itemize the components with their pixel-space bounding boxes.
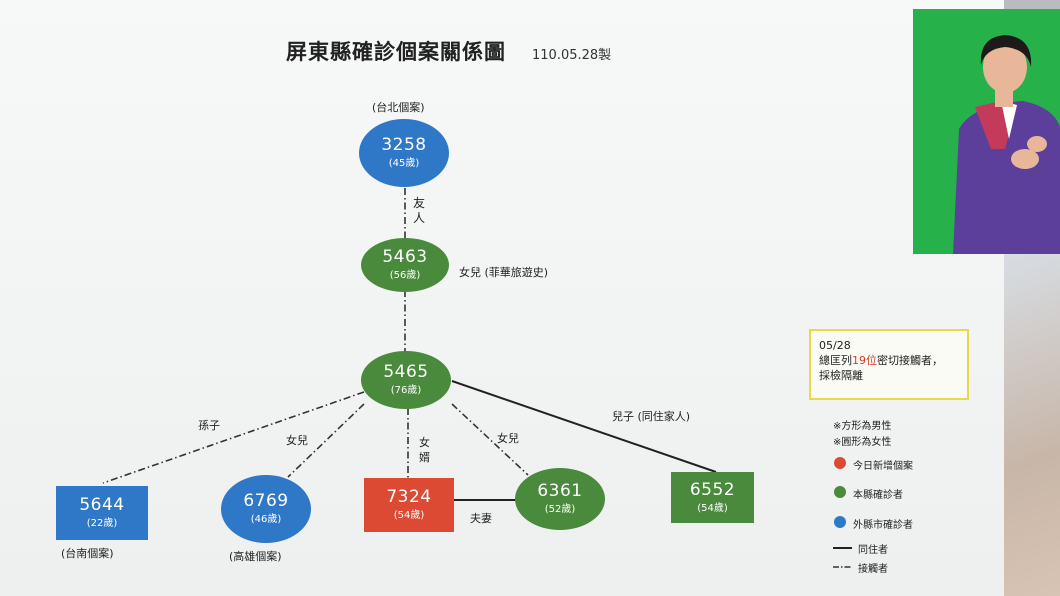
node-6361-age: (52歲): [544, 504, 576, 515]
legend-cohabitant: 同住者: [858, 545, 888, 556]
node-5465-age: (76歲): [390, 385, 422, 396]
notice-line-1: 05/28: [819, 339, 851, 352]
edge-5465-6769: [287, 403, 365, 478]
legend-local: 本縣確診者: [853, 490, 903, 501]
relation-grandson: 孫子: [198, 419, 220, 432]
node-5644-id: 5644: [79, 495, 125, 515]
legend-circle-female: ※圓形為女性: [833, 437, 892, 448]
legend-contact: 接觸者: [858, 564, 888, 575]
node-5644: 5644 (22歲): [56, 486, 148, 540]
node-6361-id: 6361: [537, 481, 583, 501]
node-3258-id: 3258: [381, 135, 427, 155]
relationship-edges: [102, 188, 852, 568]
sign-language-interpreter-video: [913, 9, 1060, 254]
relation-friend: 友人: [413, 196, 426, 225]
edge-5465-6361: [451, 403, 529, 476]
legend-blue-dot-icon: [834, 516, 846, 528]
node-5465: 5465 (76歲): [361, 351, 451, 409]
notice-box: 05/28 總匡列19位密切接觸者， 採檢隔離: [809, 329, 969, 400]
relation-daughter-travel: 女兒 (菲華旅遊史): [459, 266, 549, 279]
relation-son-in-law-2: 婿: [419, 451, 430, 464]
relation-spouse: 夫妻: [470, 512, 492, 525]
legend-external: 外縣市確診者: [853, 520, 913, 531]
node-5465-id: 5465: [383, 362, 429, 382]
interpreter-figure-icon: [913, 9, 1060, 254]
legend-red-dot-icon: [834, 457, 846, 469]
node-3258: 3258 (45歲): [359, 119, 449, 187]
node-6769-id: 6769: [243, 491, 289, 511]
legend-green-dot-icon: [834, 486, 846, 498]
node-6552-id: 6552: [689, 479, 736, 500]
node-6552-age: (54歲): [697, 502, 728, 514]
node-6769-age: (46歲): [250, 514, 282, 525]
background-edge: [1004, 254, 1060, 596]
node-7324: 7324 (54歲): [364, 478, 454, 532]
node-7324-age: (54歲): [393, 510, 425, 521]
diagram-title: 屏東縣確診個案關係圖: [286, 40, 506, 64]
node-5644-age: (22歲): [86, 518, 118, 529]
relation-son-in-law-1: 女: [419, 436, 430, 449]
legend-square-male: ※方形為男性: [833, 421, 892, 432]
diagram-date: 110.05.28製: [532, 48, 612, 63]
node-6769: 6769 (46歲): [221, 475, 311, 543]
notice-line-2-pre: 總匡列: [819, 354, 852, 367]
relation-son-cohabit: 兒子 (同住家人): [612, 410, 691, 423]
diagram-board: 屏東縣確診個案關係圖 110.05.28製 (台北個案) 3258 (45歲) …: [0, 0, 1004, 596]
notice-line-2: 總匡列19位密切接觸者，: [819, 353, 959, 368]
node-6552: 6552 (54歲): [671, 472, 754, 523]
note-3258: (台北個案): [372, 101, 425, 114]
relation-daughter-2: 女兒: [497, 432, 519, 445]
notice-line-2-post: 密切接觸者，: [877, 354, 943, 367]
edge-5465-5644: [102, 391, 365, 484]
node-5463: 5463 (56歲): [361, 238, 449, 292]
legend-new-today: 今日新增個案: [853, 461, 913, 472]
notice-line-3: 採檢隔離: [819, 369, 863, 382]
edge-5465-6552: [451, 380, 717, 473]
note-5644: (台南個案): [61, 547, 114, 560]
node-3258-age: (45歲): [388, 158, 420, 169]
note-6769: (高雄個案): [229, 550, 282, 563]
notice-highlight: 19位: [852, 354, 877, 367]
node-5463-id: 5463: [382, 247, 428, 267]
node-7324-id: 7324: [386, 487, 432, 507]
relation-daughter-1: 女兒: [286, 434, 308, 447]
node-5463-age: (56歲): [389, 270, 421, 281]
node-6361: 6361 (52歲): [515, 468, 605, 530]
